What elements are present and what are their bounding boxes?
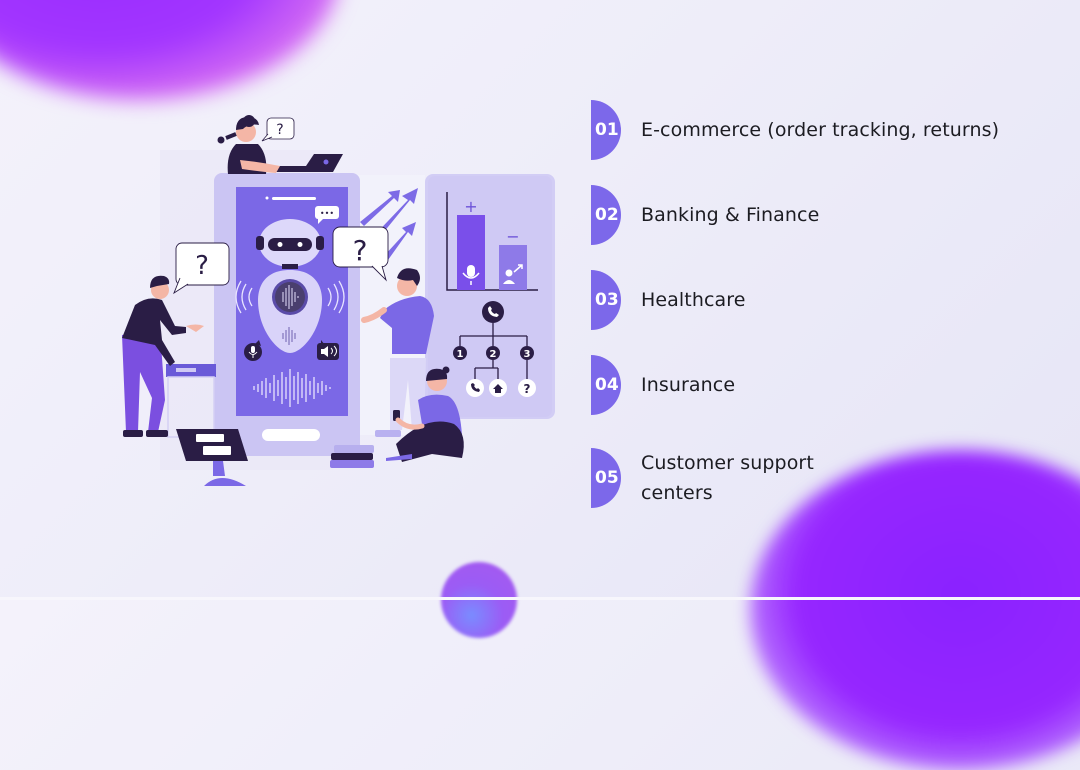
ai-voice-assistant-illustration: + − 1 2 3 ?: [122, 115, 555, 486]
svg-text:?: ?: [276, 122, 283, 138]
woman-with-laptop: ?: [217, 115, 343, 174]
svg-text:?: ?: [195, 251, 209, 281]
list-item-label: Customer support centers: [641, 452, 814, 504]
list-item: 05 Customer support centers: [591, 448, 841, 508]
svg-text:?: ?: [524, 382, 531, 396]
svg-text:1: 1: [457, 349, 464, 360]
svg-text:3: 3: [524, 349, 531, 360]
number-badge: 02: [591, 185, 621, 245]
svg-text:•••: •••: [320, 209, 334, 218]
bottom-edge-line: [0, 597, 1080, 600]
background-blob-top-left: [0, 0, 340, 100]
badge-number: 04: [595, 375, 619, 395]
list-item-label: Banking & Finance: [641, 204, 820, 226]
list-item: 03 Healthcare: [591, 270, 746, 330]
number-badge: 01: [591, 100, 621, 160]
number-badge: 03: [591, 270, 621, 330]
number-badge: 04: [591, 355, 621, 415]
analytics-panel: + − 1 2 3 ?: [425, 174, 555, 419]
list-item: 01 E-commerce (order tracking, returns): [591, 100, 999, 160]
kiosk-stand: [176, 429, 248, 486]
badge-number: 05: [595, 468, 619, 488]
badge-number: 01: [595, 120, 619, 140]
svg-text:−: −: [506, 227, 519, 246]
svg-text:2: 2: [490, 349, 497, 360]
background-blob-bottom-middle: [441, 562, 517, 638]
number-badge: 05: [591, 448, 621, 508]
badge-number: 03: [595, 290, 619, 310]
badge-number: 02: [595, 205, 619, 225]
list-item: 02 Banking & Finance: [591, 185, 819, 245]
books-stack: [330, 445, 374, 468]
list-item-label: Insurance: [641, 374, 736, 396]
phone-device: •••: [214, 173, 360, 456]
list-item-label: Healthcare: [641, 289, 746, 311]
svg-text:+: +: [464, 197, 477, 216]
man-at-kiosk: ?: [122, 242, 230, 438]
sitting-woman-with-phone: [386, 366, 464, 462]
list-item: 04 Insurance: [591, 355, 735, 415]
svg-text:?: ?: [353, 234, 368, 267]
list-item-label: E-commerce (order tracking, returns): [641, 119, 1000, 141]
